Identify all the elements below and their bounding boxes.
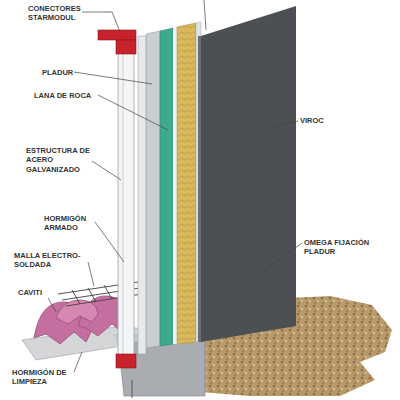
steel-column-edge <box>123 42 124 360</box>
part-label: MALLA ELECTRO-SOLDADA <box>14 251 94 270</box>
steel-stud <box>138 36 146 354</box>
viroc-panel <box>201 6 296 342</box>
steel-column <box>118 40 134 362</box>
part-label: HORMIGÓN DE LIMPIEZA <box>12 368 74 387</box>
part-label: ESTRUCTURA DE ACERO GALVANIZADO <box>26 146 90 174</box>
rebar <box>132 380 133 398</box>
label-text: CAVITI <box>18 288 42 297</box>
plasterboard <box>146 31 160 348</box>
label-text: PLADUR <box>42 68 73 77</box>
viroc-panel-edge <box>198 36 201 342</box>
label-text: ESTRUCTURA DE ACERO GALVANIZADO <box>26 146 90 174</box>
leader-lines <box>48 0 302 372</box>
label-text: HORMIGÓN DE LIMPIEZA <box>12 368 67 386</box>
part-label: CAVITI <box>18 288 50 297</box>
green-board <box>160 28 173 346</box>
part-label: VIROC <box>300 116 340 125</box>
label-text: OMEGA FIJACIÓN PLADUR <box>304 238 369 256</box>
label-text: CONECTORES STARMODUL <box>28 4 81 22</box>
part-label: CONECTORES STARMODUL <box>28 4 80 23</box>
rock-wool <box>177 23 196 344</box>
part-label: HORMIGÓN ARMADO <box>44 214 94 233</box>
label-text: VIROC <box>300 116 324 125</box>
part-label: OMEGA FIJACIÓN PLADUR <box>304 238 392 257</box>
part-label: PLADUR <box>42 68 76 77</box>
board-edge <box>173 27 177 344</box>
part-label: LANA DE ROCA <box>34 91 96 100</box>
label-text: MALLA ELECTRO-SOLDADA <box>14 251 80 269</box>
omega-profile <box>196 22 201 342</box>
label-text: HORMIGÓN ARMADO <box>44 214 86 232</box>
label-text: LANA DE ROCA <box>34 91 91 100</box>
